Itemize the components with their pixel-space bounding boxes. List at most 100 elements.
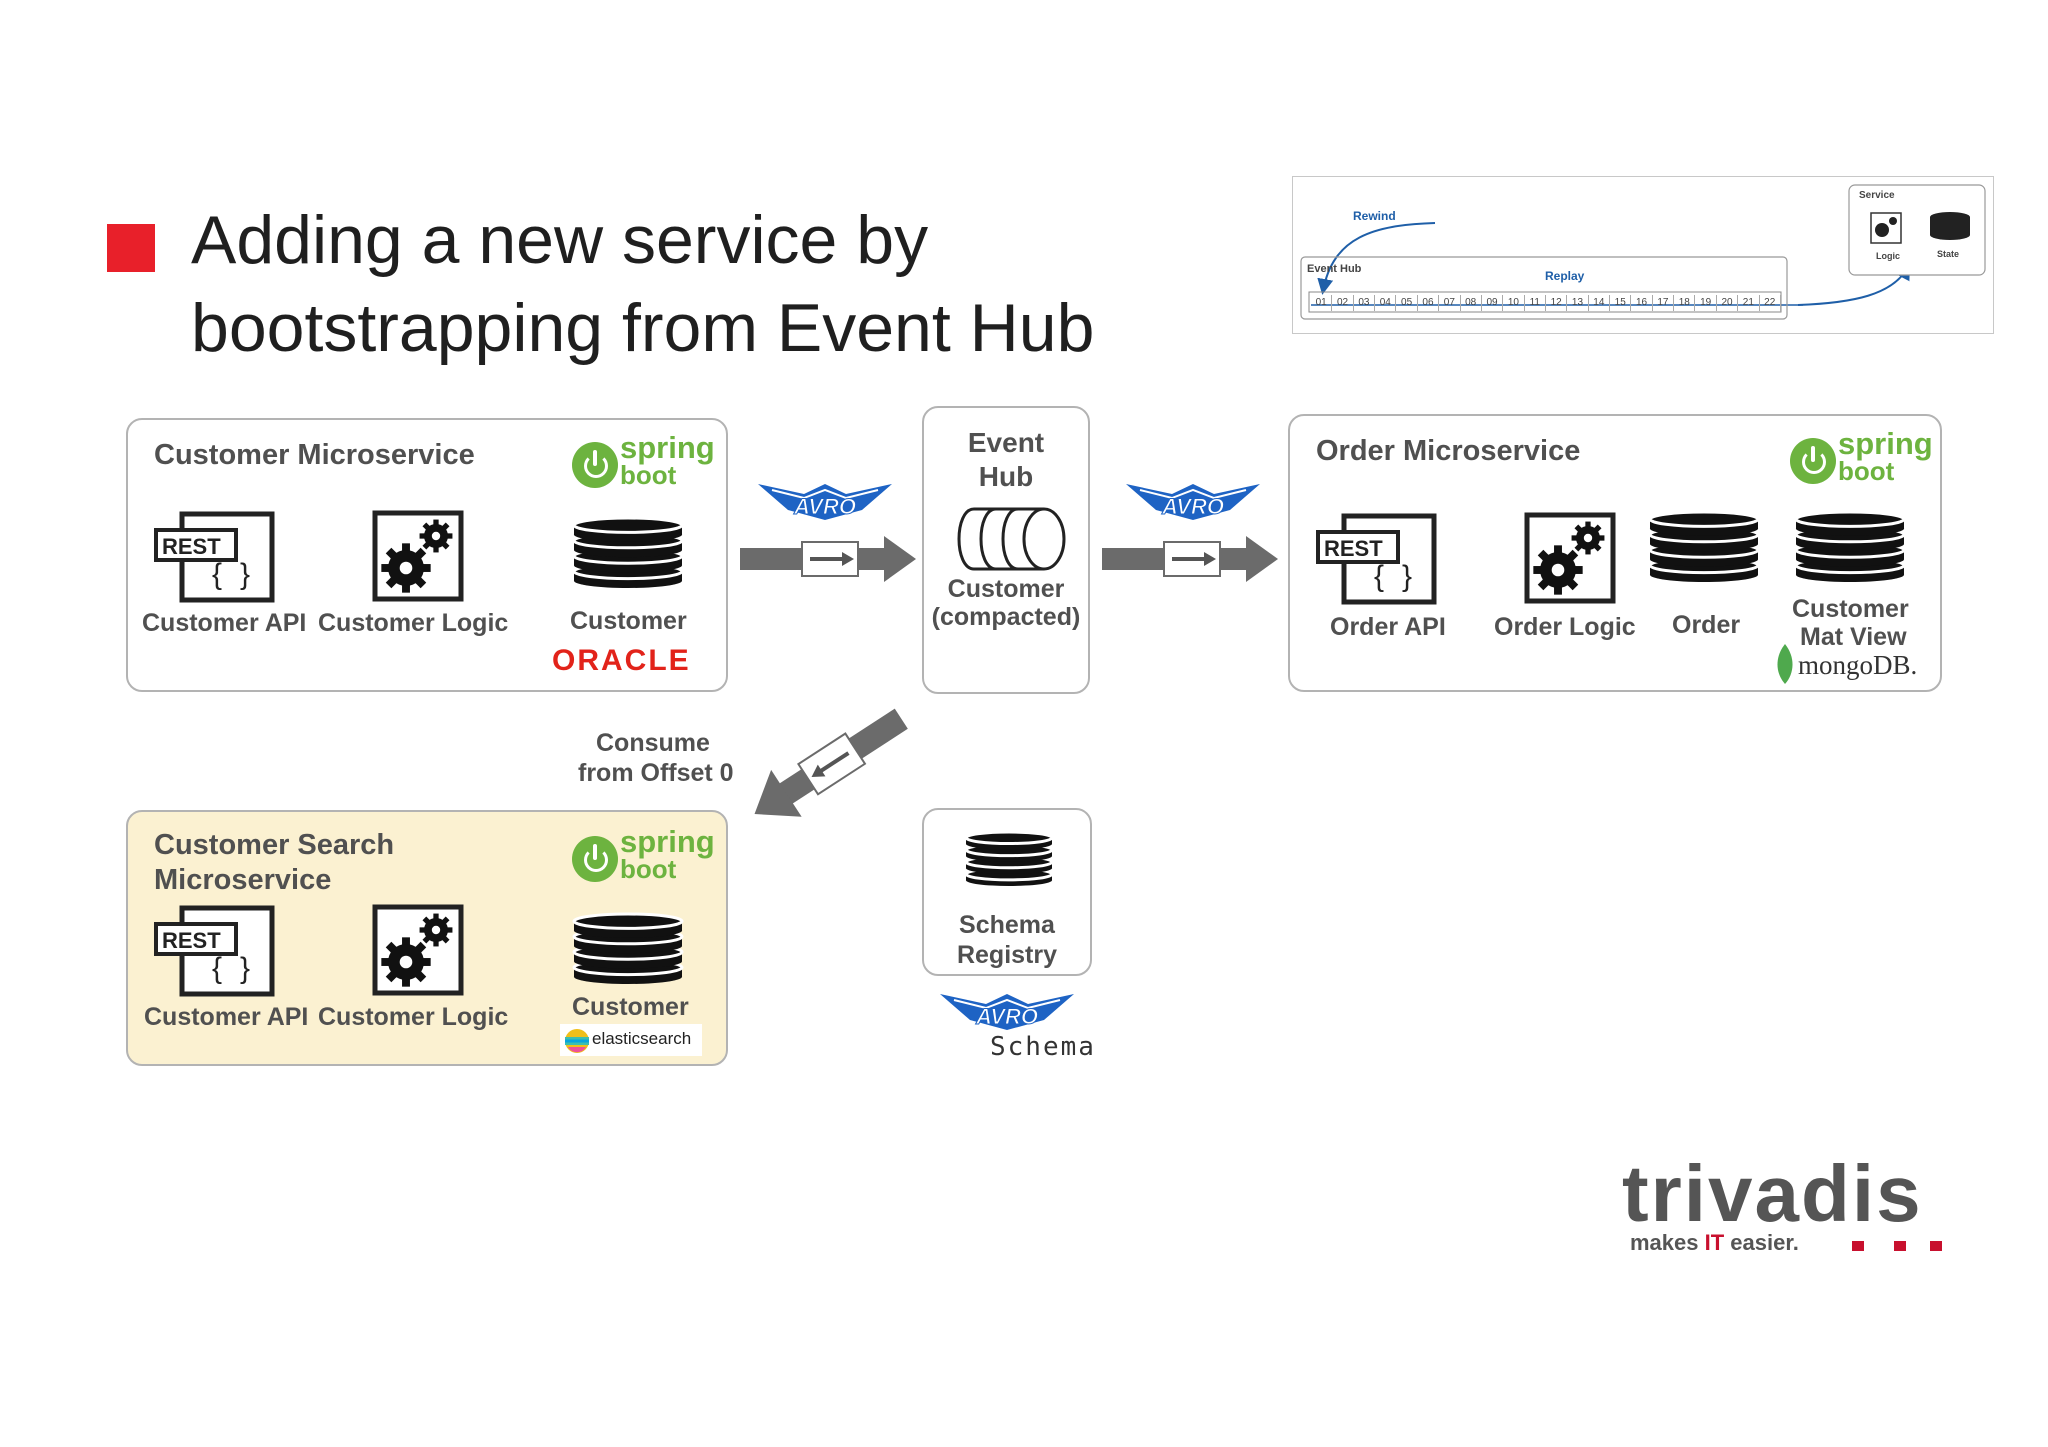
bootstrap-arrow	[754, 708, 908, 817]
rest-svg: REST { }	[154, 511, 275, 603]
publish-arrow	[740, 536, 916, 582]
spring-boot-logo: spring boot	[572, 826, 715, 886]
order-logic-label: Order Logic	[1494, 613, 1636, 641]
schema-registry-label-2: Registry	[956, 941, 1058, 969]
trivadis-dot	[1852, 1241, 1864, 1251]
trivadis-tagline: makes IT easier.	[1630, 1230, 1799, 1256]
topic-log-icon	[957, 507, 1066, 571]
inset-service-label: Service	[1859, 190, 1895, 201]
rest-api-icon: REST { }	[1314, 512, 1440, 606]
event-hub-replay-inset: Rewind Event Hub Replay Service Logic St…	[1292, 176, 1994, 334]
trivadis-logo: trivadis	[1622, 1149, 1923, 1238]
event-hub-topic-1: Customer	[947, 575, 1065, 603]
database-svg	[572, 516, 684, 588]
database-icon	[1648, 510, 1760, 590]
gears-svg	[1524, 512, 1616, 604]
inset-offset-cell: 05	[1396, 295, 1418, 311]
title-bullet	[107, 224, 155, 272]
avro-svg: AVRO	[940, 994, 1074, 1030]
customer-logic-label: Customer Logic	[318, 609, 509, 637]
avro-logo: AVRO	[936, 986, 1078, 1036]
consume-arrow	[1102, 536, 1278, 582]
event-hub-box: Event Hub Customer (compacted)	[922, 406, 1090, 694]
gears-icon	[372, 904, 466, 998]
elasticsearch-text: elasticsearch	[592, 1029, 692, 1048]
search-api-label: Customer API	[144, 1003, 309, 1031]
event-hub-topic-2: (compacted)	[931, 603, 1081, 631]
inset-offset-cell: 18	[1674, 295, 1696, 311]
oracle-logo: ORACLE	[552, 644, 691, 677]
tagline-pre: makes	[1630, 1230, 1705, 1255]
rest-text: REST	[162, 534, 221, 559]
inset-state-label: State	[1937, 249, 1960, 259]
mongodb-logo: mongoDB.	[1798, 650, 1918, 680]
inset-offset-cell: 06	[1418, 295, 1440, 311]
gears-svg	[372, 510, 464, 602]
elasticsearch-logo: elasticsearch	[560, 1024, 702, 1056]
svg-text:{: {	[212, 952, 222, 985]
inset-offset-cell: 22	[1760, 295, 1781, 311]
avro-text: AVRO	[1161, 494, 1224, 519]
svg-text:{: {	[1374, 560, 1384, 593]
inset-offset-cell: 03	[1354, 295, 1376, 311]
inset-offset-cell: 19	[1695, 295, 1717, 311]
spring-word: spring	[620, 430, 715, 465]
tagline-post: easier.	[1724, 1230, 1799, 1255]
order-microservice-title: Order Microservice	[1316, 435, 1581, 467]
spring-word: spring	[1838, 426, 1933, 461]
order-api-label: Order API	[1330, 613, 1446, 641]
consume-label-1: Consume	[596, 729, 710, 757]
inset-offset-cell: 07	[1439, 295, 1461, 311]
avro-schema-label: Schema	[990, 1032, 1096, 1062]
inset-logic-label: Logic	[1876, 251, 1900, 261]
event-hub-title-1: Event	[967, 427, 1045, 458]
inset-replay-label: Replay	[1545, 269, 1585, 283]
database-icon	[964, 830, 1054, 894]
inset-offset-cell: 04	[1375, 295, 1397, 311]
spring-boot-logo: spring boot	[1790, 426, 1933, 488]
inset-event-hub-label: Event Hub	[1307, 263, 1362, 275]
inset-offset-cell: 17	[1653, 295, 1675, 311]
rest-api-icon: REST { }	[152, 904, 278, 998]
search-ms-title-1: Customer Search	[154, 829, 395, 861]
rest-text: REST	[1324, 536, 1383, 561]
database-icon	[572, 912, 684, 992]
database-svg	[1794, 510, 1906, 582]
inset-offset-cell: 13	[1567, 295, 1589, 311]
event-hub-title-2: Hub	[978, 461, 1034, 492]
inset-offset-cell: 11	[1525, 295, 1546, 311]
inset-offset-cell: 21	[1738, 295, 1760, 311]
elasticsearch-icon	[565, 1029, 589, 1053]
rest-svg: REST { }	[154, 905, 275, 997]
customer-db-label: Customer	[570, 607, 687, 635]
boot-word: boot	[620, 854, 677, 884]
avro-text: AVRO	[793, 494, 856, 519]
database-icon	[1794, 510, 1906, 590]
trivadis-dot	[1894, 1241, 1906, 1251]
inset-offset-cell: 15	[1610, 295, 1632, 311]
schema-registry-box: Schema Registry	[922, 808, 1092, 976]
customer-view-label-1: Customer	[1792, 595, 1909, 623]
boot-word: boot	[1838, 456, 1895, 486]
inset-offset-cell: 08	[1461, 295, 1482, 311]
customer-microservice-title: Customer Microservice	[154, 439, 475, 471]
tagline-it: IT	[1704, 1230, 1725, 1255]
spring-boot-logo: spring boot	[572, 430, 715, 492]
svg-text:{: {	[212, 558, 222, 591]
avro-logo: AVRO	[1122, 476, 1264, 526]
search-ms-title-2: Microservice	[154, 864, 332, 896]
order-microservice-box: Order Microservice spring boot REST { } …	[1288, 414, 1942, 692]
order-db-label: Order	[1672, 611, 1741, 639]
mongodb-leaf-icon	[1777, 644, 1793, 684]
boot-word: boot	[620, 460, 677, 490]
inset-offset-cell: 16	[1631, 295, 1653, 311]
database-svg	[964, 830, 1054, 886]
customer-search-microservice-box: Customer Search Microservice spring boot…	[126, 810, 728, 1066]
gears-svg	[372, 904, 464, 996]
customer-view-label-2: Mat View	[1800, 623, 1907, 651]
rest-svg: REST { }	[1316, 513, 1437, 605]
inset-offset-cell: 20	[1717, 295, 1739, 311]
search-logic-label: Customer Logic	[318, 1003, 509, 1031]
svg-text:}: }	[1402, 560, 1412, 593]
inset-rewind-label: Rewind	[1353, 209, 1396, 223]
